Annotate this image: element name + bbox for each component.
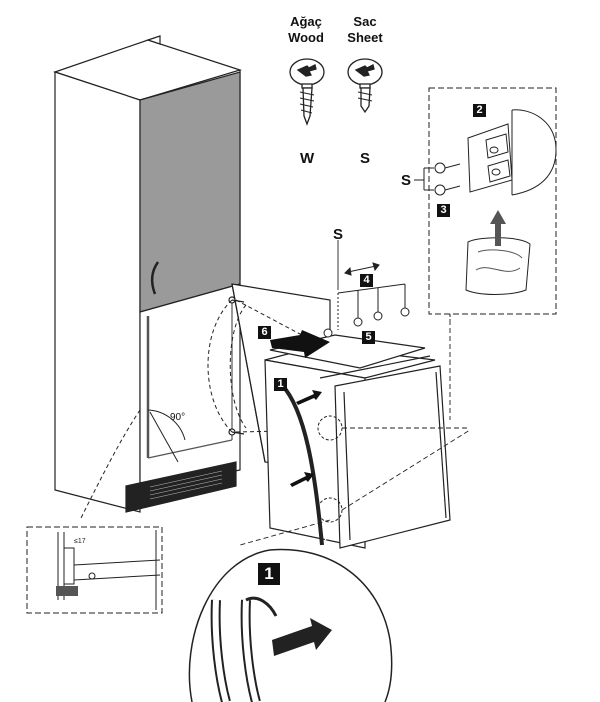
angle-arc [147, 409, 186, 441]
step-5-badge: 5 [362, 331, 375, 344]
door-seal [280, 383, 324, 546]
seal-callout [188, 548, 393, 702]
step-4-badge: 4 [360, 274, 373, 287]
upper-door [139, 71, 241, 313]
pull-arrow-icon [272, 618, 332, 656]
door-handle [150, 261, 160, 295]
bracket-s-label: S [401, 172, 412, 189]
sheet-screw-icon [347, 58, 383, 114]
wood-label-en: Wood [288, 30, 324, 45]
step-1-badge: 1 [274, 378, 287, 391]
sheet-code: S [360, 150, 371, 167]
bag-icon [465, 237, 531, 295]
wood-label-tr: Ağaç [290, 14, 322, 29]
step-6-badge: 6 [258, 326, 271, 339]
top-s-label: S [333, 226, 344, 243]
top-screws [323, 262, 410, 338]
step-3-badge: 3 [437, 204, 450, 217]
gauge-label: ≤17 [74, 538, 86, 545]
gauge-inset [26, 526, 163, 614]
fridge-arrows [290, 390, 322, 487]
plinth [125, 461, 237, 513]
push-arrow-icon [270, 330, 330, 358]
step-2-badge: 2 [473, 104, 486, 117]
fridge-unit [264, 334, 451, 549]
angle-label: 90° [170, 412, 186, 423]
wood-screw-icon [289, 58, 325, 126]
callout-step-badge: 1 [258, 563, 280, 585]
wood-code: W [300, 150, 315, 167]
bracket-inset [414, 87, 557, 315]
sheet-label-tr: Sac [353, 14, 377, 29]
sheet-label-en: Sheet [347, 30, 383, 45]
